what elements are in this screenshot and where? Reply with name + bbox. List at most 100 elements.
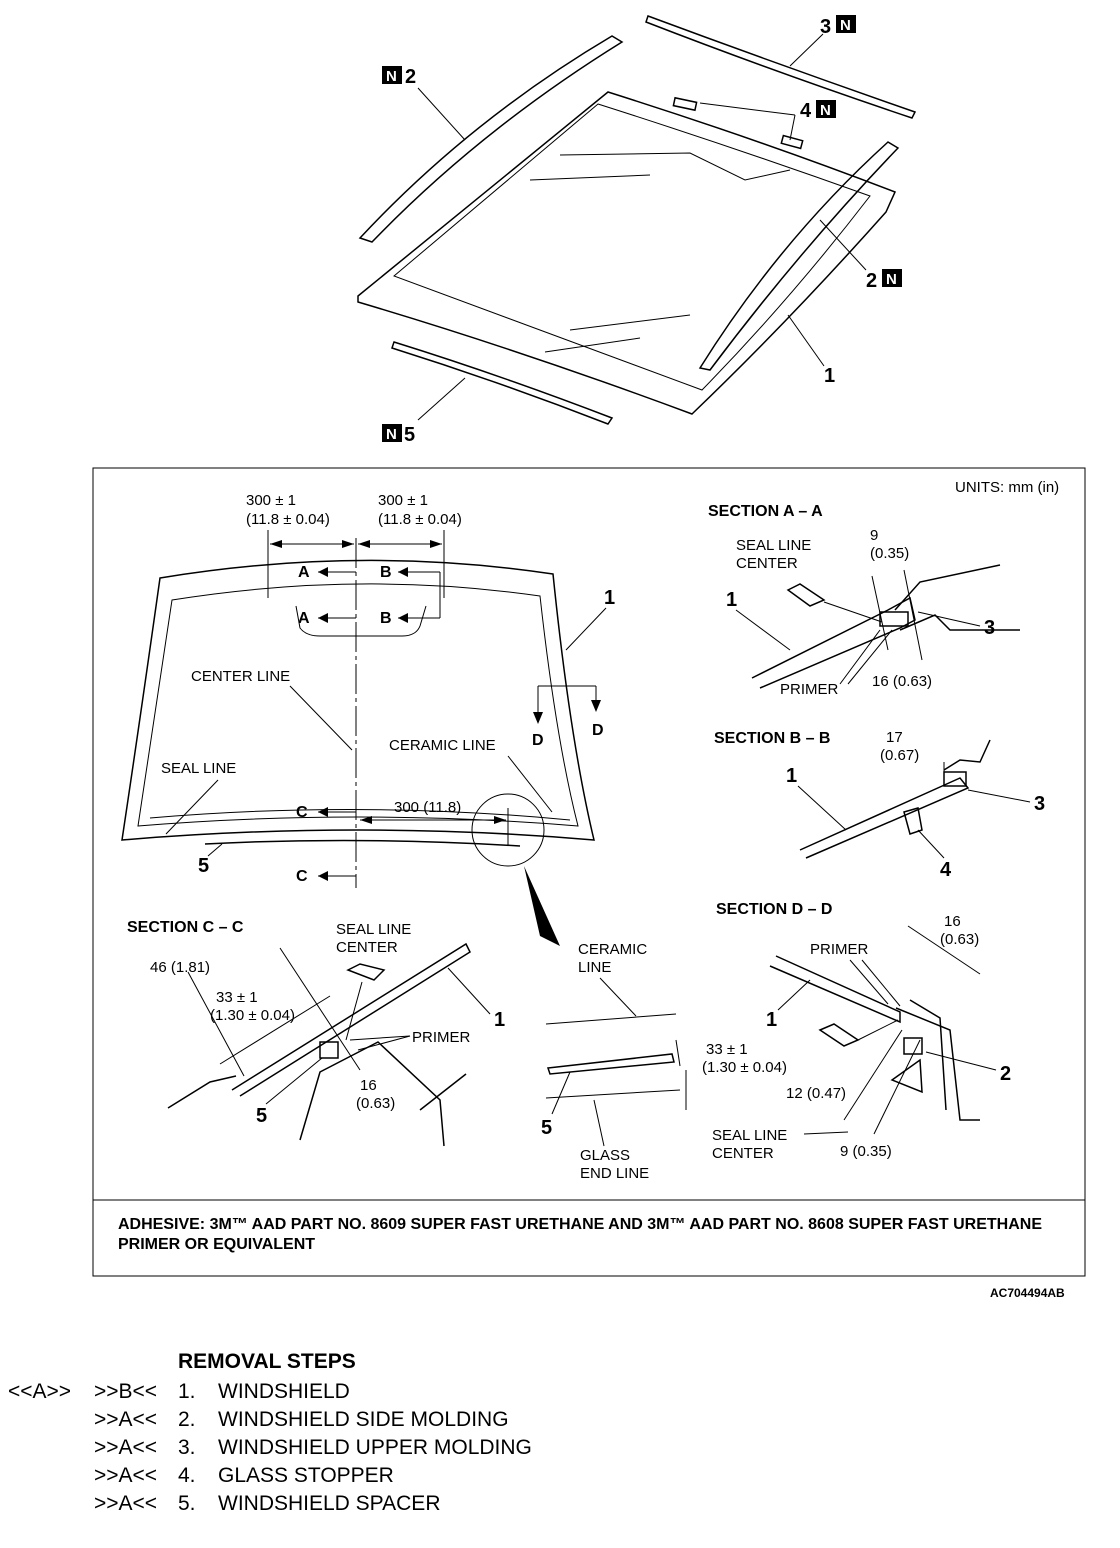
remove-ref: >>A<< — [94, 1492, 158, 1515]
n-badge-text: N — [820, 102, 831, 119]
dim-bottom: 300 (11.8) — [394, 799, 461, 816]
section-cc-title: SECTION C – C — [127, 919, 244, 936]
right-side-molding — [698, 141, 900, 371]
section-mark-a: A — [298, 564, 310, 581]
zoom-detail: CERAMIC LINE 33 ± 1 (1.30 ± 0.04) GLASS … — [541, 941, 787, 1182]
dd-dim-mid: 12 (0.47) — [786, 1085, 846, 1102]
dd-dim-top-in: (0.63) — [940, 931, 979, 948]
section-mark-d: D — [592, 722, 604, 739]
section-bb: SECTION B – B 17 (0.67) 1 3 4 — [714, 729, 1045, 881]
center-line-label: CENTER LINE — [191, 668, 290, 685]
section-mark-a: A — [298, 610, 310, 627]
upper-molding — [645, 15, 917, 119]
n-badge-text: N — [840, 17, 851, 34]
cc-dim-16-mm: 16 — [360, 1077, 377, 1094]
callout-3: 3 — [820, 16, 831, 38]
step-name: WINDSHIELD SPACER — [218, 1492, 441, 1515]
dd-dim-top-mm: 16 — [944, 913, 961, 930]
dd-seal-line: SEAL LINE — [712, 1127, 787, 1144]
aa-callout-1: 1 — [726, 589, 737, 611]
front-callout-1: 1 — [604, 587, 615, 609]
n-badge — [382, 424, 402, 442]
zoom-end-line: END LINE — [580, 1165, 649, 1182]
section-dd-title: SECTION D – D — [716, 901, 832, 918]
aa-dim-top-in: (0.35) — [870, 545, 909, 562]
zoom-ceramic: CERAMIC — [578, 941, 647, 958]
cc-dim-33-in: (1.30 ± 0.04) — [210, 1007, 295, 1024]
cc-dim-33-mm: 33 ± 1 — [216, 989, 258, 1006]
bb-dim-in: (0.67) — [880, 747, 919, 764]
spacer-strip — [391, 341, 614, 425]
remove-ref: >>B<< — [94, 1380, 158, 1403]
section-mark-b: B — [380, 564, 392, 581]
section-mark-c: C — [296, 868, 308, 885]
step-number: 2. — [178, 1408, 196, 1431]
step-number: 3. — [178, 1436, 196, 1459]
dd-primer: PRIMER — [810, 941, 869, 958]
dim-right-mm: 300 ± 1 — [378, 492, 428, 509]
section-bb-title: SECTION B – B — [714, 730, 830, 747]
exploded-view: 3 N N 2 4 N 2 N 1 N 5 — [357, 15, 917, 446]
seal-line-label: SEAL LINE — [161, 760, 236, 777]
step-name: WINDSHIELD UPPER MOLDING — [218, 1436, 532, 1459]
step-row: >>A<< 4. GLASS STOPPER — [0, 1464, 700, 1492]
step-number: 5. — [178, 1492, 196, 1515]
step-row: >>A<< 2. WINDSHIELD SIDE MOLDING — [0, 1408, 700, 1436]
callout-1: 1 — [824, 365, 835, 387]
ceramic-line-label: CERAMIC LINE — [389, 737, 496, 754]
dd-center: CENTER — [712, 1145, 774, 1162]
figure-id: AC704494AB — [990, 1286, 1065, 1300]
dim-right-in: (11.8 ± 0.04) — [378, 511, 462, 528]
zoom-callout-5: 5 — [541, 1117, 552, 1139]
bb-callout-4: 4 — [940, 859, 952, 881]
step-number: 1. — [178, 1380, 196, 1403]
front-view: 300 ± 1 (11.8 ± 0.04) 300 ± 1 (11.8 ± 0.… — [121, 492, 615, 946]
n-badge-text: N — [386, 426, 397, 443]
cc-center: CENTER — [336, 939, 398, 956]
left-side-molding — [358, 35, 624, 243]
section-aa-title: SECTION A – A — [708, 503, 823, 520]
n-badge — [382, 66, 402, 84]
cc-primer: PRIMER — [412, 1029, 471, 1046]
removal-heading: REMOVAL STEPS — [178, 1350, 356, 1373]
remove-ref: >>A<< — [94, 1464, 158, 1487]
units-label: UNITS: mm (in) — [955, 479, 1059, 496]
section-aa: SECTION A – A SEAL LINE CENTER 9 (0.35) … — [708, 503, 1020, 698]
step-name: WINDSHIELD — [218, 1380, 350, 1403]
dd-dim-bottom: 9 (0.35) — [840, 1143, 892, 1160]
callout-5: 5 — [404, 424, 415, 446]
bb-callout-3: 3 — [1034, 793, 1045, 815]
section-mark-c: C — [296, 804, 308, 821]
windshield-glass — [357, 91, 897, 415]
section-cc: SECTION C – C SEAL LINE CENTER 46 (1.81)… — [127, 919, 505, 1147]
bb-callout-1: 1 — [786, 765, 797, 787]
cc-dim-16-in: (0.63) — [356, 1095, 395, 1112]
section-mark-d: D — [532, 732, 544, 749]
cc-seal-line: SEAL LINE — [336, 921, 411, 938]
step-row: <<A>> >>B<< 1. WINDSHIELD — [0, 1380, 700, 1408]
aa-callout-3: 3 — [984, 617, 995, 639]
dd-callout-1: 1 — [766, 1009, 777, 1031]
aa-dim-top-mm: 9 — [870, 527, 878, 544]
aa-primer: PRIMER — [780, 681, 839, 698]
zoom-line: LINE — [578, 959, 611, 976]
adhesive-note: ADHESIVE: 3M™ AAD PART NO. 8609 SUPER FA… — [118, 1216, 1042, 1253]
step-row: >>A<< 3. WINDSHIELD UPPER MOLDING — [0, 1436, 700, 1464]
n-badge — [882, 269, 902, 287]
step-number: 4. — [178, 1464, 196, 1487]
n-badge — [836, 15, 856, 33]
callout-2-left: 2 — [405, 66, 416, 88]
zoom-dim-in: (1.30 ± 0.04) — [702, 1059, 787, 1076]
aa-center: CENTER — [736, 555, 798, 572]
remove-ref: >>A<< — [94, 1436, 158, 1459]
section-mark-b: B — [380, 610, 392, 627]
dd-callout-2: 2 — [1000, 1063, 1011, 1085]
detail-frame: UNITS: mm (in) — [92, 467, 1086, 1277]
zoom-glass: GLASS — [580, 1147, 630, 1164]
callout-4: 4 — [800, 100, 812, 122]
glass-stopper — [672, 96, 698, 112]
step-name: GLASS STOPPER — [218, 1464, 394, 1487]
dim-left-mm: 300 ± 1 — [246, 492, 296, 509]
zoom-dim-mm: 33 ± 1 — [706, 1041, 748, 1058]
